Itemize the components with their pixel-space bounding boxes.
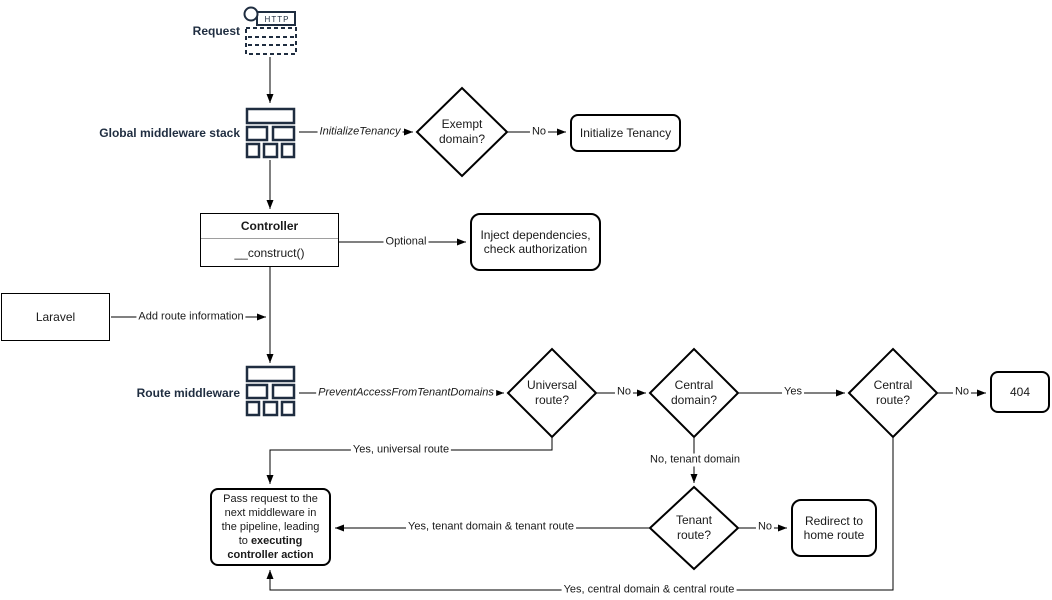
exempt-domain-label: Exempt domain? (438, 117, 486, 146)
http-request-icon: HTTP (243, 6, 297, 55)
route-middleware-label: Route middleware (136, 386, 240, 400)
pass-request-text: Pass request to the next middleware in t… (221, 493, 320, 561)
tenant-route-label: Tenant route? (675, 513, 713, 542)
central-route-diamond (847, 347, 939, 439)
laravel-node: Laravel (1, 293, 110, 341)
decision-diamonds (415, 86, 939, 571)
controller-title: Controller (201, 214, 338, 239)
edge-prevent-access-label: PreventAccessFromTenantDomains (316, 386, 496, 400)
inject-dependencies-node: Inject dependencies, check authorization (470, 213, 601, 271)
edge-central-domain-no-label: No, tenant domain (648, 453, 742, 467)
global-middleware-label: Global middleware stack (99, 126, 240, 140)
exempt-domain-diamond (415, 86, 509, 178)
tenant-route-diamond (648, 485, 740, 571)
middleware-stack-icon (245, 107, 296, 159)
universal-route-label: Universal route? (526, 378, 577, 407)
edge-universal-yes-label: Yes, universal route (350, 443, 452, 457)
edge-universal-no-label: No (614, 385, 634, 399)
edge-central-route-yes-label: Yes, central domain & central route (561, 583, 737, 597)
central-route-label: Central route? (873, 378, 913, 407)
edge-optional-label: Optional (383, 235, 429, 249)
pass-request-node: Pass request to the next middleware in t… (210, 488, 331, 566)
edge-tenant-no-label: No (755, 520, 775, 534)
redirect-home-node: Redirect to home route (791, 499, 877, 557)
http-icon-label: HTTP (265, 15, 290, 24)
edge-initialize-tenancy-label: InitializeTenancy (317, 125, 403, 139)
controller-method: __construct() (234, 245, 305, 260)
edge-add-route-info-label: Add route information (136, 310, 246, 324)
edge-central-route-no-label: No (952, 385, 972, 399)
edge-exempt-no-label: No (529, 125, 549, 139)
not-found-node: 404 (990, 371, 1050, 413)
universal-route-diamond (506, 347, 598, 439)
initialize-tenancy-node: Initialize Tenancy (570, 114, 681, 152)
request-label: Request (192, 24, 240, 38)
central-domain-diamond (648, 347, 740, 439)
edge-central-domain-yes-label: Yes (782, 385, 804, 399)
route-middleware-icon (245, 365, 296, 417)
edge-tenant-yes-label: Yes, tenant domain & tenant route (406, 520, 576, 534)
central-domain-label: Central domain? (670, 378, 718, 407)
controller-node: Controller __construct() (200, 213, 339, 267)
